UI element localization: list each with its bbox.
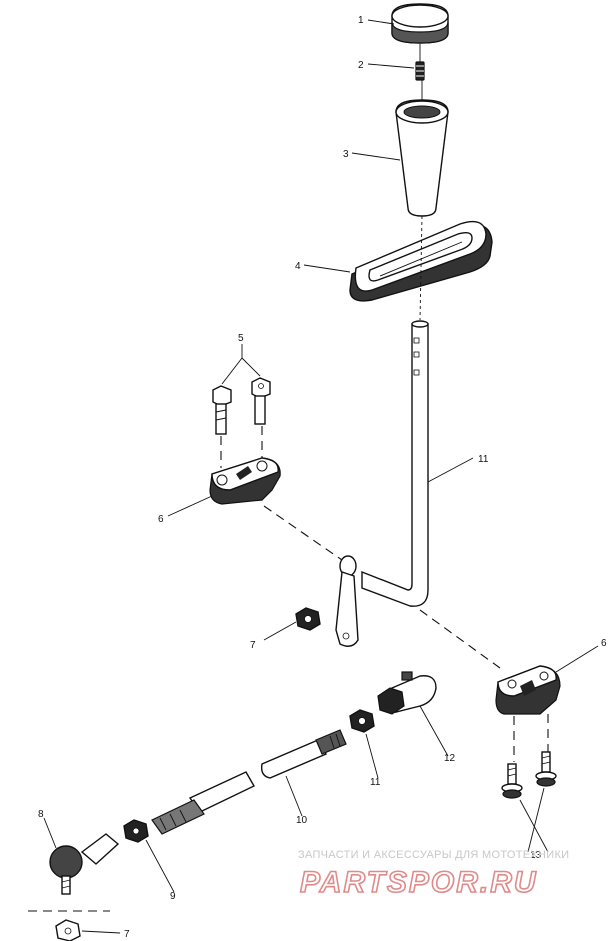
callout-10: 10 xyxy=(296,815,308,826)
dash-lever-to-bracket xyxy=(419,609,501,669)
callout-3: 3 xyxy=(343,149,349,160)
part-shift-lever xyxy=(335,320,429,647)
part-threaded-rod xyxy=(260,729,347,779)
part-nut-upper xyxy=(295,607,321,631)
callout-11-nut: 11 xyxy=(370,777,381,788)
callout-4: 4 xyxy=(295,261,301,272)
part-nut-bottom xyxy=(55,919,81,941)
part-bracket-left xyxy=(209,457,281,505)
callout-6-right: 6 xyxy=(601,638,607,649)
leader-lines xyxy=(43,19,599,934)
dash-bracket-to-lever xyxy=(263,505,343,561)
part-jam-nut xyxy=(123,819,149,843)
part-shift-boot-plate xyxy=(349,220,493,302)
part-set-screw xyxy=(415,61,425,81)
part-nut-lower xyxy=(349,709,375,733)
callout-1: 1 xyxy=(358,15,364,26)
callout-12: 12 xyxy=(444,753,456,764)
callout-11-lever: 11 xyxy=(478,454,489,465)
callout-6-left: 6 xyxy=(158,514,164,525)
callout-9: 9 xyxy=(170,891,176,902)
watermark-brand: PARTSPOR.RU xyxy=(300,866,538,899)
axis-line-low xyxy=(419,215,423,321)
part-screw-right xyxy=(535,751,557,787)
part-ball-joint xyxy=(49,833,120,895)
callout-5: 5 xyxy=(238,333,244,344)
part-knob-cap xyxy=(391,3,449,44)
watermark-caption: ЗАПЧАСТИ И АКСЕССУАРЫ ДЛЯ МОТОТЕХНИКИ xyxy=(298,849,569,861)
part-ball-joint-end xyxy=(377,671,437,715)
callout-7-bottom: 7 xyxy=(124,929,130,940)
part-bracket-right xyxy=(495,665,561,715)
part-shift-handle xyxy=(395,99,449,217)
callout-7-upper: 7 xyxy=(250,640,256,651)
callout-13: 13 xyxy=(530,850,542,861)
part-bolt-right xyxy=(251,377,271,425)
part-shift-cable xyxy=(151,771,255,835)
callout-8: 8 xyxy=(38,809,44,820)
callout-2: 2 xyxy=(358,60,364,71)
part-screw-left xyxy=(501,763,523,799)
part-bolt-left xyxy=(212,385,232,435)
